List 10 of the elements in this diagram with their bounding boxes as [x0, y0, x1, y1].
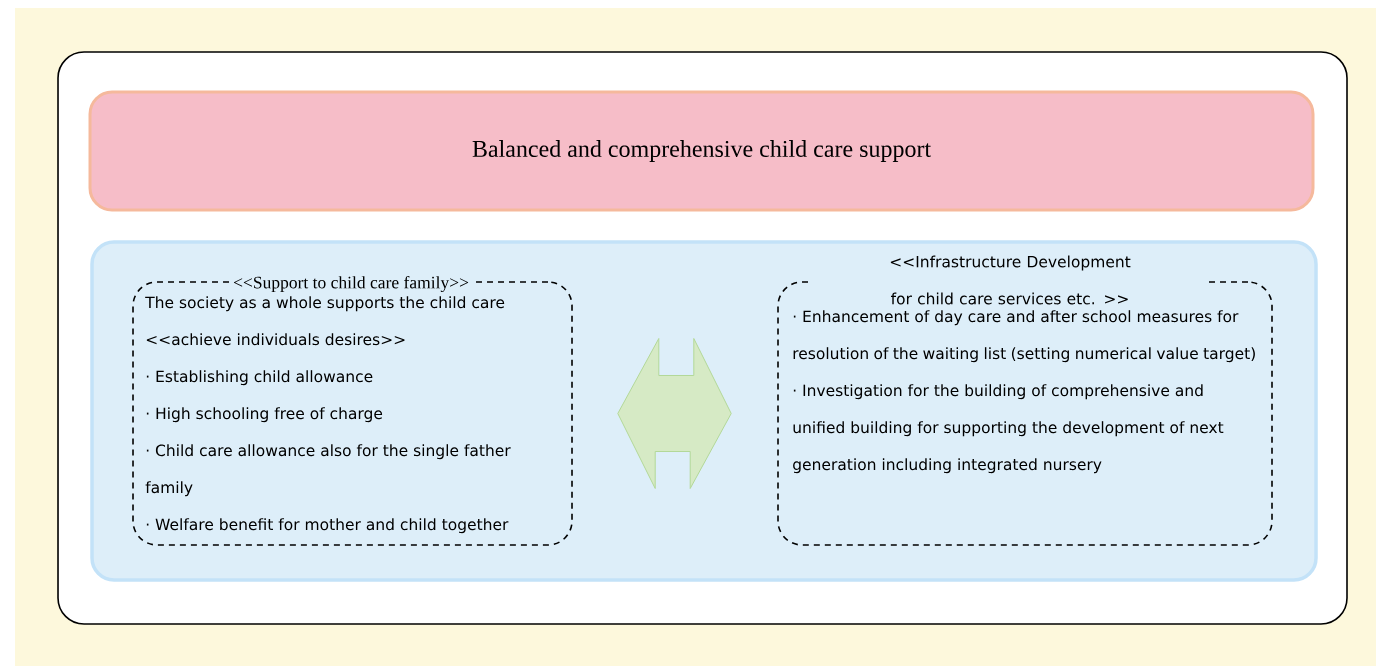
- node-label: · Welfare benefit for mother and child together: [146, 518, 509, 534]
- box-heading: <<Support to child care family>>: [230, 272, 472, 296]
- node-label: · Establishing child allowance: [146, 370, 373, 386]
- node-label: · Child care allowance also for the single father family: [145, 444, 511, 497]
- title-box: Balanced and comprehensive child care support: [88, 90, 1315, 212]
- double-arrow: [617, 338, 732, 489]
- node-label: The society as a whole supports the child care <<achieve individuals desires>>: [145, 296, 505, 346]
- panel-background: [90, 240, 1318, 582]
- node-label: · High schooling free of charge: [146, 407, 383, 423]
- box-heading: <<Infrastructure Development for child care services etc. >>: [812, 252, 1208, 308]
